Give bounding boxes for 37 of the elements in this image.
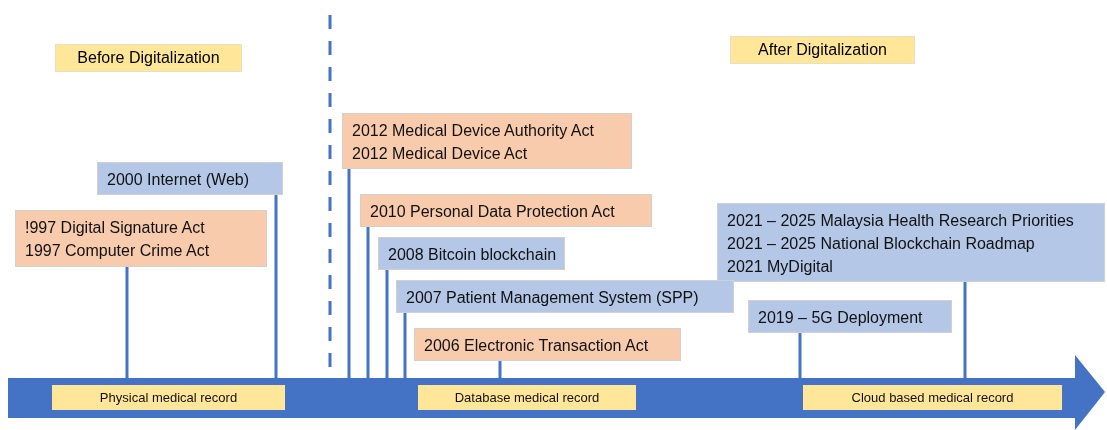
period-label: After Digitalization [730,36,915,64]
period-label: Before Digitalization [55,44,242,72]
event-text: 2021 – 2025 National Blockchain Roadmap [727,234,1036,254]
event-box [378,237,565,270]
event-box [717,203,1105,282]
event-box [396,280,734,313]
event-box [748,300,952,333]
event-box [342,113,632,169]
phase-label: Physical medical record [52,385,285,410]
event-text: 2006 Electronic Transaction Act [424,336,650,356]
phase-label: Cloud based medical record [803,385,1062,410]
event-text: 2021 MyDigital [727,257,834,277]
event-text: 2008 Bitcoin blockchain [388,245,555,265]
connector-line [347,169,351,378]
event-text: 2012 Medical Device Authority Act [352,121,595,141]
connector-line [385,270,389,378]
connector-line [366,227,370,378]
event-box [15,210,267,267]
event-text: 2000 Internet (Web) [107,170,250,190]
connector-line [798,333,802,378]
connector-line [125,267,129,378]
event-text: 2021 – 2025 Malaysia Health Research Priorities [727,211,1075,231]
connector-line [274,195,278,378]
event-box [97,162,283,195]
event-box [360,194,652,227]
event-text: 2010 Personal Data Protection Act [370,202,616,222]
connector-line [963,282,967,378]
event-box [414,328,681,361]
event-text: 2007 Patient Management System (SPP) [406,288,700,308]
event-text: 2012 Medical Device Act [352,144,529,164]
connector-line [498,361,502,378]
event-text: 2019 – 5G Deployment [758,308,924,328]
connector-line [403,313,407,378]
event-text: 1997 Computer Crime Act [25,241,211,261]
timeline-band [8,355,1105,430]
event-text: !997 Digital Signature Act [25,218,206,238]
phase-label: Database medical record [418,385,636,410]
